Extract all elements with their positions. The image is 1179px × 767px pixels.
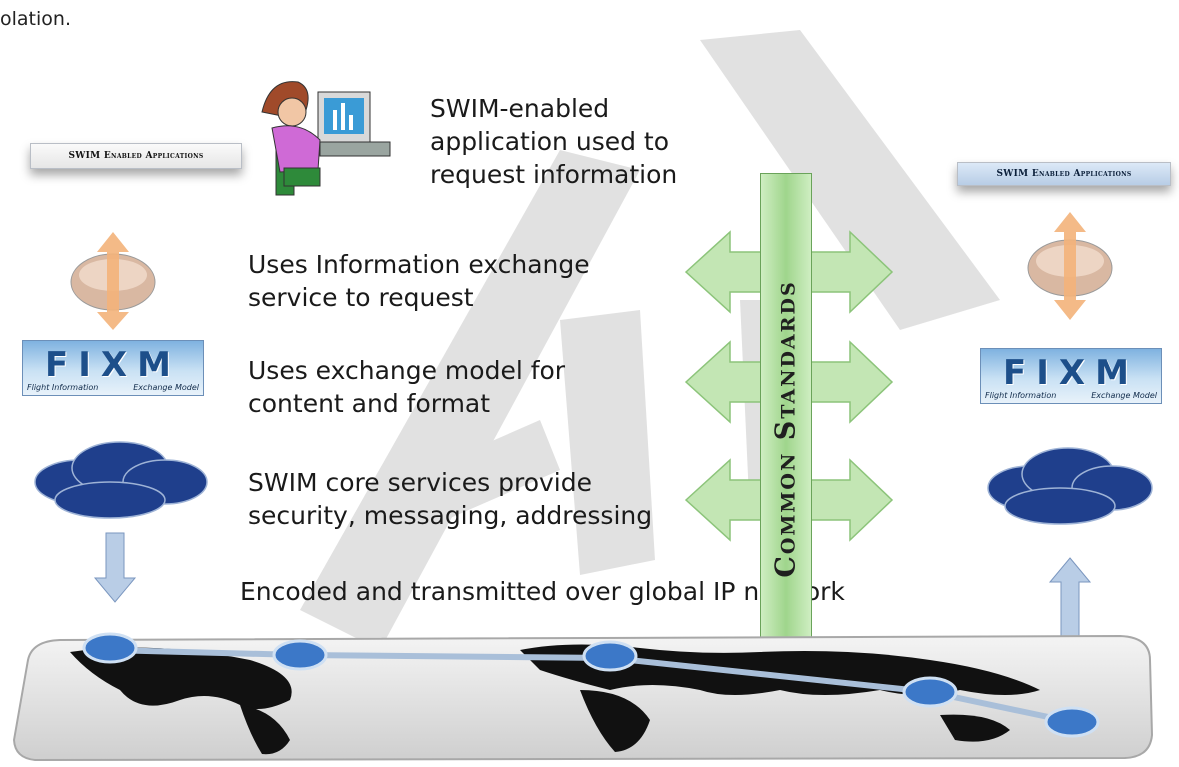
network-node-1: [82, 632, 138, 664]
fixm-subtitle-right-b: Exchange Model: [1091, 391, 1157, 400]
step-network: Encoded and transmitted over global IP n…: [240, 577, 845, 606]
fixm-logo-right: FIXM Flight Information Exchange Model: [980, 348, 1162, 404]
swim-apps-right-label: SWIM Enabled Applications: [996, 169, 1132, 179]
fixm-subtitle-right: Flight Information Exchange Model: [985, 391, 1157, 400]
step-app-request: SWIM-enabled application used to request…: [430, 94, 678, 189]
intro-text: olation.: [0, 8, 71, 30]
network-nodes: [82, 632, 1100, 738]
network-node-3: [582, 640, 638, 672]
user-at-computer-icon: [261, 81, 391, 196]
fixm-title-left: FIXM: [45, 345, 181, 385]
step-exchange-service: Uses Information exchange service to req…: [248, 250, 590, 312]
network-node-2: [272, 639, 328, 671]
network-node-4: [902, 676, 958, 708]
cloud-left-icon: [34, 441, 208, 519]
exchange-orb-right-icon: [1027, 212, 1113, 320]
fixm-subtitle-left: Flight Information Exchange Model: [27, 383, 199, 392]
fixm-logo-left: FIXM Flight Information Exchange Model: [22, 340, 204, 396]
fixm-subtitle-left-b: Exchange Model: [133, 383, 199, 392]
network-node-5: [1044, 706, 1100, 738]
down-arrow-icon: [93, 532, 137, 603]
swim-apps-right: SWIM Enabled Applications: [957, 162, 1171, 186]
exchange-orb-left-icon: [70, 232, 156, 330]
fixm-subtitle-left-a: Flight Information: [27, 383, 99, 392]
fixm-subtitle-right-a: Flight Information: [985, 391, 1057, 400]
cloud-right-icon: [987, 447, 1153, 525]
fixm-title-right: FIXM: [1003, 353, 1139, 393]
swim-apps-left-label: SWIM Enabled Applications: [68, 151, 204, 161]
common-standards-banner: Common Standards: [760, 173, 812, 685]
step-core-services: SWIM core services provide security, mes…: [248, 468, 653, 530]
swim-apps-left: SWIM Enabled Applications: [30, 143, 242, 169]
step-exchange-model: Uses exchange model for content and form…: [248, 356, 566, 418]
